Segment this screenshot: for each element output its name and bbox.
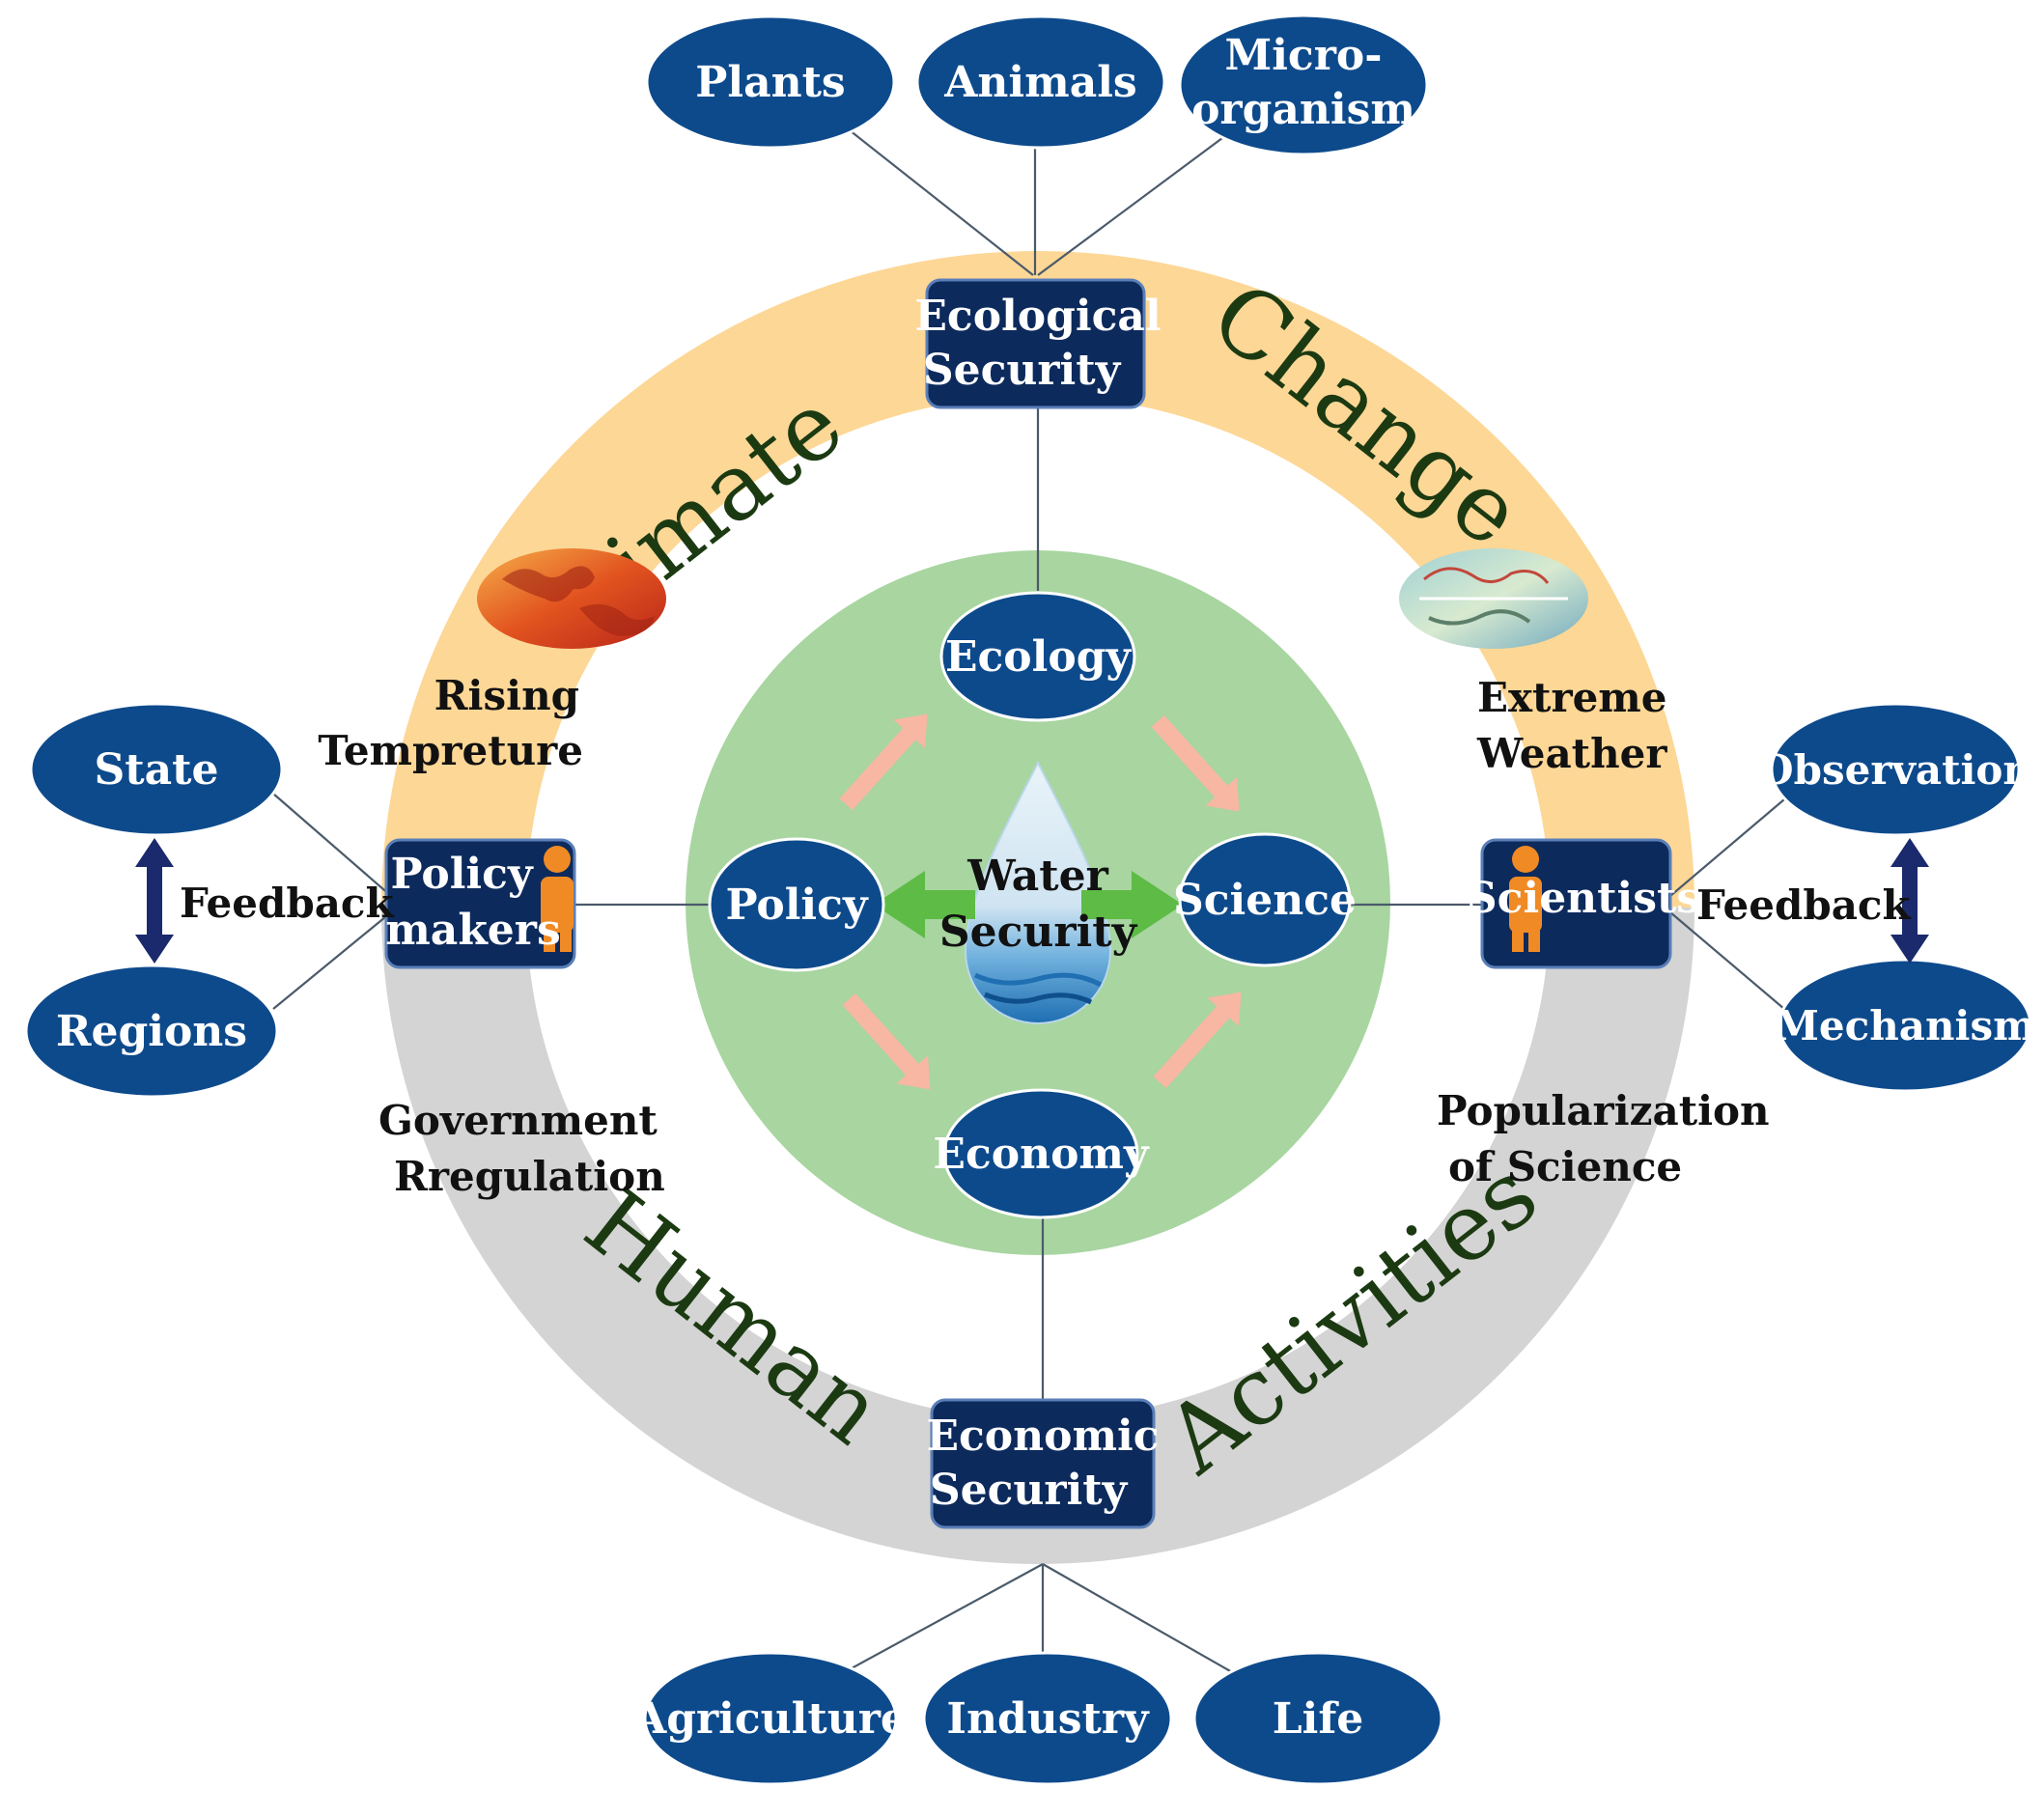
node-plants-label: Plants	[695, 58, 845, 107]
node-observation-label: Observation	[1758, 746, 2032, 794]
node-economy-label: Economy	[933, 1130, 1150, 1179]
connector-microorganism	[1037, 134, 1227, 276]
node-animals-label: Animals	[943, 58, 1136, 107]
node-ecology[interactable]: Ecology	[939, 591, 1136, 722]
node-animals[interactable]: Animals	[915, 14, 1166, 150]
node-mechanism[interactable]: Mechanism	[1774, 958, 2036, 1093]
water-security-label-line2: Security	[939, 908, 1138, 957]
node-microorganism-line1: Micro-	[1224, 31, 1382, 80]
rising-temperature-line1: Rising	[434, 672, 579, 719]
ecological-security-line2: Security	[923, 346, 1122, 395]
human-activities-ring	[381, 908, 1694, 1564]
connector-regions	[272, 911, 392, 1010]
node-economy[interactable]: Economy	[933, 1088, 1150, 1219]
connector-life	[1042, 1563, 1246, 1681]
person-icon	[541, 846, 574, 952]
extreme-weather-line2: Weather	[1476, 730, 1667, 777]
node-microorganism[interactable]: Micro- organism	[1178, 14, 1429, 156]
node-agriculture-label: Agriculture	[632, 1694, 908, 1744]
connector-observation	[1669, 798, 1785, 897]
hot-world-map-icon	[477, 548, 666, 649]
node-plants[interactable]: Plants	[645, 14, 896, 150]
node-state-label: State	[95, 745, 219, 795]
node-ecology-label: Ecology	[945, 632, 1133, 682]
node-state[interactable]: State	[29, 702, 284, 837]
node-policy-label: Policy	[725, 881, 868, 930]
right-feedback-arrow	[1890, 838, 1929, 964]
scientists-box[interactable]: Scientists	[1467, 838, 1700, 969]
popularization-science-line1: Popularization	[1437, 1087, 1770, 1134]
economic-security-box[interactable]: Economic Security	[926, 1398, 1160, 1529]
node-agriculture[interactable]: Agriculture	[632, 1651, 908, 1786]
node-science[interactable]: Science	[1173, 832, 1357, 967]
water-security-label-line1: Water	[966, 852, 1108, 901]
connector-state	[272, 793, 392, 897]
node-microorganism-line2: organism	[1191, 85, 1415, 134]
government-regulation-line2: Rregulation	[394, 1153, 665, 1200]
green-double-arrow-right	[1081, 871, 1183, 938]
scientists-label: Scientists	[1467, 874, 1700, 923]
left-feedback-arrow	[135, 838, 174, 964]
ecological-security-line1: Ecological	[914, 292, 1161, 341]
policy-makers-line2: makers	[385, 906, 561, 955]
government-regulation-line1: Government	[378, 1097, 658, 1144]
node-industry[interactable]: Industry	[922, 1651, 1173, 1786]
green-double-arrow-left	[874, 871, 975, 938]
node-life[interactable]: Life	[1192, 1651, 1443, 1786]
outer-ring	[381, 251, 1694, 1564]
rising-temperature-line2: Tempreture	[318, 727, 583, 774]
economic-security-line2: Security	[930, 1466, 1129, 1515]
right-feedback-label: Feedback	[1696, 881, 1911, 929]
core-cycle-arrows	[839, 713, 1242, 1090]
node-science-label: Science	[1173, 876, 1357, 925]
climate-change-ring	[381, 251, 1694, 908]
node-regions[interactable]: Regions	[24, 964, 279, 1099]
left-feedback-label: Feedback	[180, 880, 394, 927]
node-policy[interactable]: Policy	[708, 837, 885, 972]
economic-security-line1: Economic	[926, 1412, 1159, 1461]
connector-mechanism	[1669, 911, 1785, 1010]
connector-plants	[849, 129, 1034, 276]
connector-agriculture	[829, 1563, 1044, 1681]
person-icon	[1509, 846, 1542, 952]
cool-world-map-icon	[1399, 548, 1588, 649]
extreme-weather-line1: Extreme	[1477, 674, 1666, 721]
policy-makers-line1: Policy	[390, 850, 533, 899]
ecological-security-box[interactable]: Ecological Security	[914, 278, 1162, 409]
node-mechanism-label: Mechanism	[1774, 1002, 2035, 1049]
node-industry-label: Industry	[946, 1694, 1150, 1744]
popularization-science-line2: of Science	[1448, 1143, 1682, 1190]
policy-makers-box[interactable]: Policy makers	[384, 838, 576, 969]
node-observation[interactable]: Observation	[1758, 702, 2032, 837]
node-regions-label: Regions	[56, 1007, 247, 1056]
node-life-label: Life	[1273, 1694, 1364, 1744]
